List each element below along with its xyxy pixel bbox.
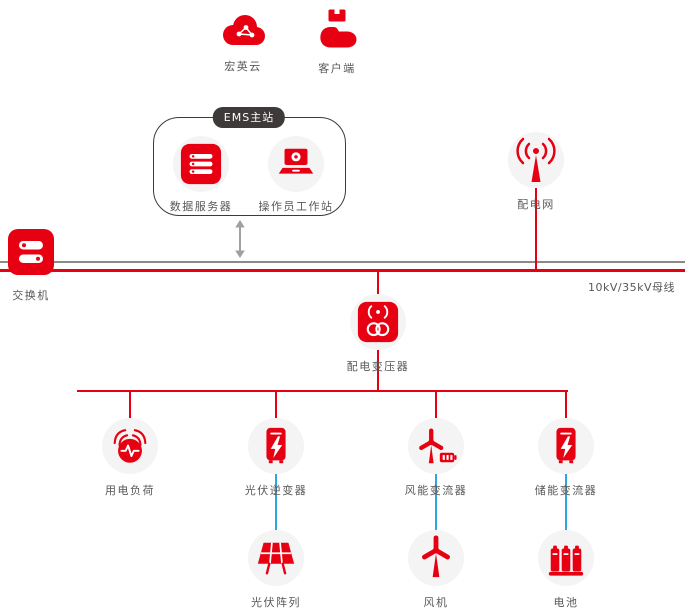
battery-dc-link-line	[565, 474, 567, 531]
pv-array-circle	[248, 530, 304, 586]
pv-inverter-circle	[248, 418, 304, 474]
operator-workstation-label: 操作员工作站	[258, 200, 334, 213]
node-client: 客户端	[287, 8, 387, 76]
node-cloud: 宏英云	[193, 8, 293, 74]
laptop-gear-icon	[278, 148, 314, 174]
solar-panel-icon	[257, 542, 295, 575]
operator-workstation-circle	[268, 136, 324, 192]
inverter-bolt-icon	[266, 427, 286, 464]
storage-converter-label: 储能变流器	[534, 484, 598, 497]
pv-dc-link-line	[275, 474, 277, 531]
wind-converter-label: 风能变流器	[404, 484, 468, 497]
node-battery: 电池	[516, 530, 616, 608]
distribution-grid-label: 配电网	[517, 198, 555, 211]
client-label: 客户端	[318, 62, 356, 75]
storage-converter-circle	[538, 418, 594, 474]
battery-circle	[538, 530, 594, 586]
pv-inverter-label: 光伏逆变器	[244, 484, 308, 497]
busbar-label: 10kV/35kV母线	[588, 281, 675, 294]
node-pv-array: 光伏阵列	[226, 530, 326, 608]
node-distribution-grid: 配电网	[486, 132, 586, 212]
node-pv-inverter: 光伏逆变器	[226, 418, 326, 498]
node-wind-converter: 风能变流器	[386, 418, 486, 498]
pv-array-label: 光伏阵列	[251, 596, 301, 608]
node-switch: 交换机	[0, 229, 81, 303]
node-wind-turbine: 风机	[386, 530, 486, 608]
grid-connector-line	[535, 188, 537, 272]
load-wave-icon	[113, 429, 147, 463]
antenna-waves-icon	[516, 137, 556, 182]
node-transformer: 配电变压器	[328, 294, 428, 374]
wind-turbine-icon	[422, 535, 450, 578]
node-load: 用电负荷	[80, 418, 180, 498]
transformer-icon	[357, 301, 399, 343]
ems-title-badge: EMS主站	[212, 107, 286, 128]
transformer-circle	[350, 294, 406, 350]
hand-parcel-icon	[320, 9, 357, 48]
pv-inverter-drop-line	[275, 391, 277, 419]
feeder-line	[77, 390, 568, 392]
wind-converter-drop-line	[435, 391, 437, 419]
storage-converter-drop-line	[565, 391, 567, 419]
distribution-grid-circle	[508, 132, 564, 188]
busbar-gray-line	[0, 261, 685, 263]
wind-converter-icon	[419, 428, 457, 464]
node-storage-converter: 储能变流器	[516, 418, 616, 498]
load-drop-line	[129, 391, 131, 419]
storage-inverter-icon	[556, 427, 576, 464]
wind-turbine-label: 风机	[423, 596, 449, 608]
wind-dc-link-line	[435, 474, 437, 531]
network-switch-icon	[8, 229, 54, 275]
wind-turbine-circle	[408, 530, 464, 586]
server-icon	[180, 143, 222, 185]
data-server-label: 数据服务器	[169, 200, 233, 213]
busbar-red-line	[0, 269, 685, 272]
node-operator-workstation: 操作员工作站	[246, 136, 346, 214]
wind-converter-circle	[408, 418, 464, 474]
battery-icon	[548, 545, 584, 576]
switch-label: 交换机	[12, 289, 50, 302]
cloud-icon	[223, 15, 265, 45]
data-server-circle	[173, 136, 229, 192]
load-label: 用电负荷	[105, 484, 155, 497]
battery-label: 电池	[553, 596, 579, 608]
transformer-label: 配电变压器	[346, 360, 410, 373]
ems-bus-arrow	[235, 220, 245, 258]
cloud-label: 宏英云	[224, 60, 262, 73]
node-data-server: 数据服务器	[151, 136, 251, 214]
load-circle	[102, 418, 158, 474]
